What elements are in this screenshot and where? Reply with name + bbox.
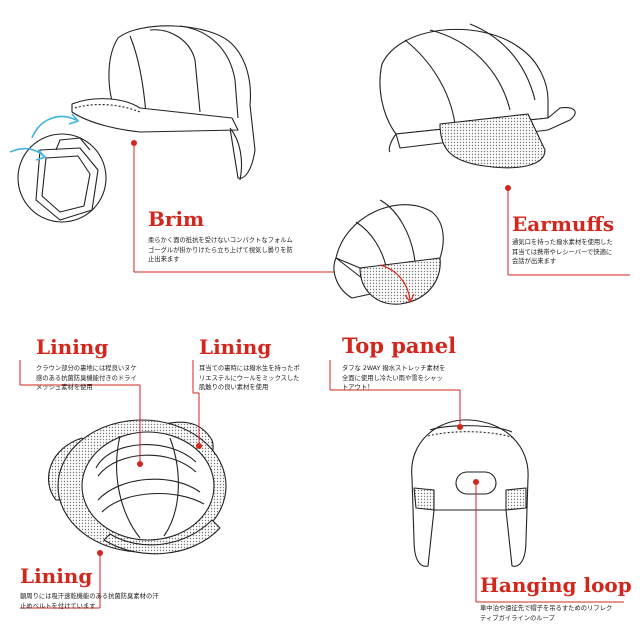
brim-line-3: 止出来ます: [148, 256, 180, 264]
lining-bottom-description: 額周りには吸汗速乾機能のある抗菌防臭素材の汗 止めベルトを付けています: [20, 592, 159, 611]
brim-description: 柔らかく面の抵抗を受けないコンパクトなフォルム ゴーグルが掛かりけたら立ち上げて…: [148, 236, 293, 265]
lining-bottom-line-2: 止めベルトを付けています: [20, 602, 96, 610]
brim-marker: [131, 140, 137, 146]
brim-line-2: ゴーグルが掛かりけたら立ち上げて視気し曇りを防: [148, 246, 293, 254]
lining-mid-marker: [196, 443, 202, 449]
hanging-loop-line-1: 車中泊や遠征先で帽子を吊るすためのリフレク: [480, 605, 613, 612]
earmuffs-line-1: 通気口を持った撥水素材を使用した: [512, 239, 613, 246]
brim-title: Brim: [148, 207, 205, 231]
brim-cap-illustration: [17, 25, 256, 223]
hanging-loop-description: 車中泊や遠征先で帽子を吊るすためのリフレク ティブガイラインのループ: [480, 604, 612, 623]
lining-bottom-line-1: 額周りには吸汗速乾機能のある抗菌防臭素材の汗: [20, 593, 159, 600]
lining-left-description: クラウン部分の裏地には程良いヌケ 感のある抗菌防臭機能付きのドライ メッシュ素材…: [36, 364, 137, 393]
earmuffs-cap-illustration: [379, 23, 576, 169]
lining-mid-description: 耳当ての裏時には撥水生を持ったポ リエステルにウールをミックスした 肌触りの良い…: [199, 364, 300, 393]
earmuffs-line-3: 会話が出来ます: [512, 258, 557, 266]
lining-mid-line-1: 耳当ての裏時には撥水生を持ったポ: [199, 365, 300, 372]
lining-mid-title: Lining: [199, 335, 272, 359]
top-panel-line-1: タフな 2WAY 撥水ストレッチ素材を: [342, 365, 446, 372]
lining-left-marker: [137, 461, 143, 467]
earmuffs-marker: [505, 185, 511, 191]
hanging-loop-marker: [473, 479, 479, 485]
lining-bottom-title: Lining: [20, 564, 93, 588]
top-panel-line-2: 全面に使用し冷たい雨や雪をシャッ: [342, 374, 443, 382]
earmuffs-description: 通気口を持った撥水素材を使用した 耳当ては携帯やレシーバーで快適に 会話が出来ま…: [512, 238, 613, 267]
lining-bottom-marker: [97, 550, 103, 556]
top-panel-marker: [457, 424, 463, 430]
hanging-loop-line-2: ティブガイラインのループ: [480, 614, 555, 622]
lining-cap-illustration: [333, 199, 444, 305]
inner-lining-illustration: [47, 419, 227, 555]
earmuffs-line-2: 耳当ては携帯やレシーバーで快適に: [512, 248, 613, 256]
hanging-loop-title: Hanging loop: [480, 573, 632, 597]
lining-mid-line-2: リエステルにウールをミックスした: [199, 374, 300, 382]
lining-left-line-3: メッシュ素材を使用: [36, 384, 93, 392]
lining-left-title: Lining: [36, 335, 109, 359]
lining-left-line-2: 感のある抗菌防臭機能付きのドライ: [36, 374, 137, 382]
brim-line-1: 柔らかく面の抵抗を受けないコンパクトなフォルム: [148, 237, 293, 244]
hanging-loop-cap-illustration: [411, 419, 529, 567]
earmuffs-title: Earmuffs: [512, 212, 615, 236]
lining-mid-line-3: 肌触りの良い素材を使用: [199, 384, 269, 392]
lining-left-line-1: クラウン部分の裏地には程良いヌケ: [36, 365, 137, 372]
top-panel-description: タフな 2WAY 撥水ストレッチ素材を 全面に使用し冷たい雨や雪をシャッ トアウ…: [342, 364, 445, 393]
top-panel-title: Top panel: [342, 333, 457, 358]
rotate-arrow-icon: [31, 115, 77, 139]
top-panel-line-3: トアウト！: [342, 384, 374, 392]
